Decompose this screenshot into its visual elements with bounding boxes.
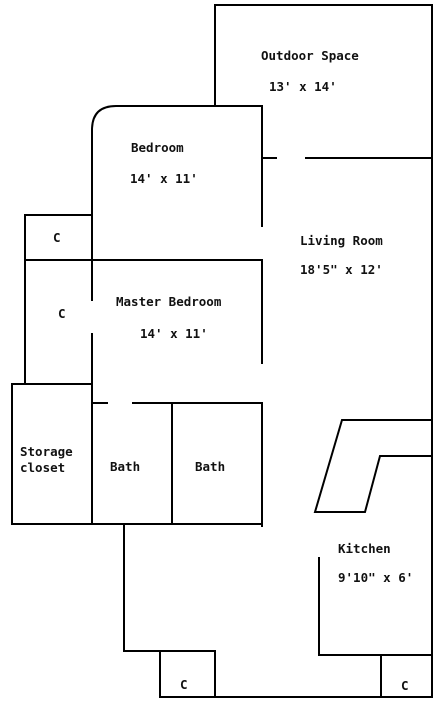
outdoor-space-name: Outdoor Space: [261, 48, 359, 63]
walls: [11, 4, 433, 698]
master-bedroom-name: Master Bedroom: [116, 294, 222, 309]
living-room-name: Living Room: [300, 233, 383, 248]
bedroom-name: Bedroom: [131, 140, 184, 155]
bedroom-walls: [91, 105, 263, 261]
closet-upper-left-label: C: [53, 230, 61, 245]
room-labels: Outdoor Space 13' x 14' Bedroom 14' x 11…: [20, 48, 413, 693]
closet-mid-left-label: C: [58, 306, 66, 321]
storage-closet-name-line1: Storage: [20, 444, 73, 459]
bath-right-name: Bath: [195, 459, 225, 474]
closet-bottom-center-walls: [159, 650, 216, 698]
outdoor-space-walls: [214, 4, 433, 159]
kitchen-size: 9'10" x 6': [338, 570, 413, 585]
kitchen-left-wall: [318, 557, 382, 656]
bath-left-name: Bath: [110, 459, 140, 474]
kitchen-name: Kitchen: [338, 541, 391, 556]
living-room-size: 18'5" x 12': [300, 262, 383, 277]
kitchen-counter: [313, 419, 433, 513]
hall-walls: [123, 523, 216, 652]
closet-bottom-center-label: C: [180, 677, 188, 692]
master-bedroom-walls: [91, 259, 263, 527]
closet-bottom-right-label: C: [401, 678, 409, 693]
bath-dividers: [91, 383, 173, 525]
storage-closet-name-line2: closet: [20, 460, 65, 475]
bedroom-size: 14' x 11': [130, 171, 198, 186]
closet-upper-left-walls: [24, 214, 93, 261]
storage-closet-walls: [11, 383, 263, 525]
outdoor-space-size: 13' x 14': [269, 79, 337, 94]
master-bedroom-size: 14' x 11': [140, 326, 208, 341]
